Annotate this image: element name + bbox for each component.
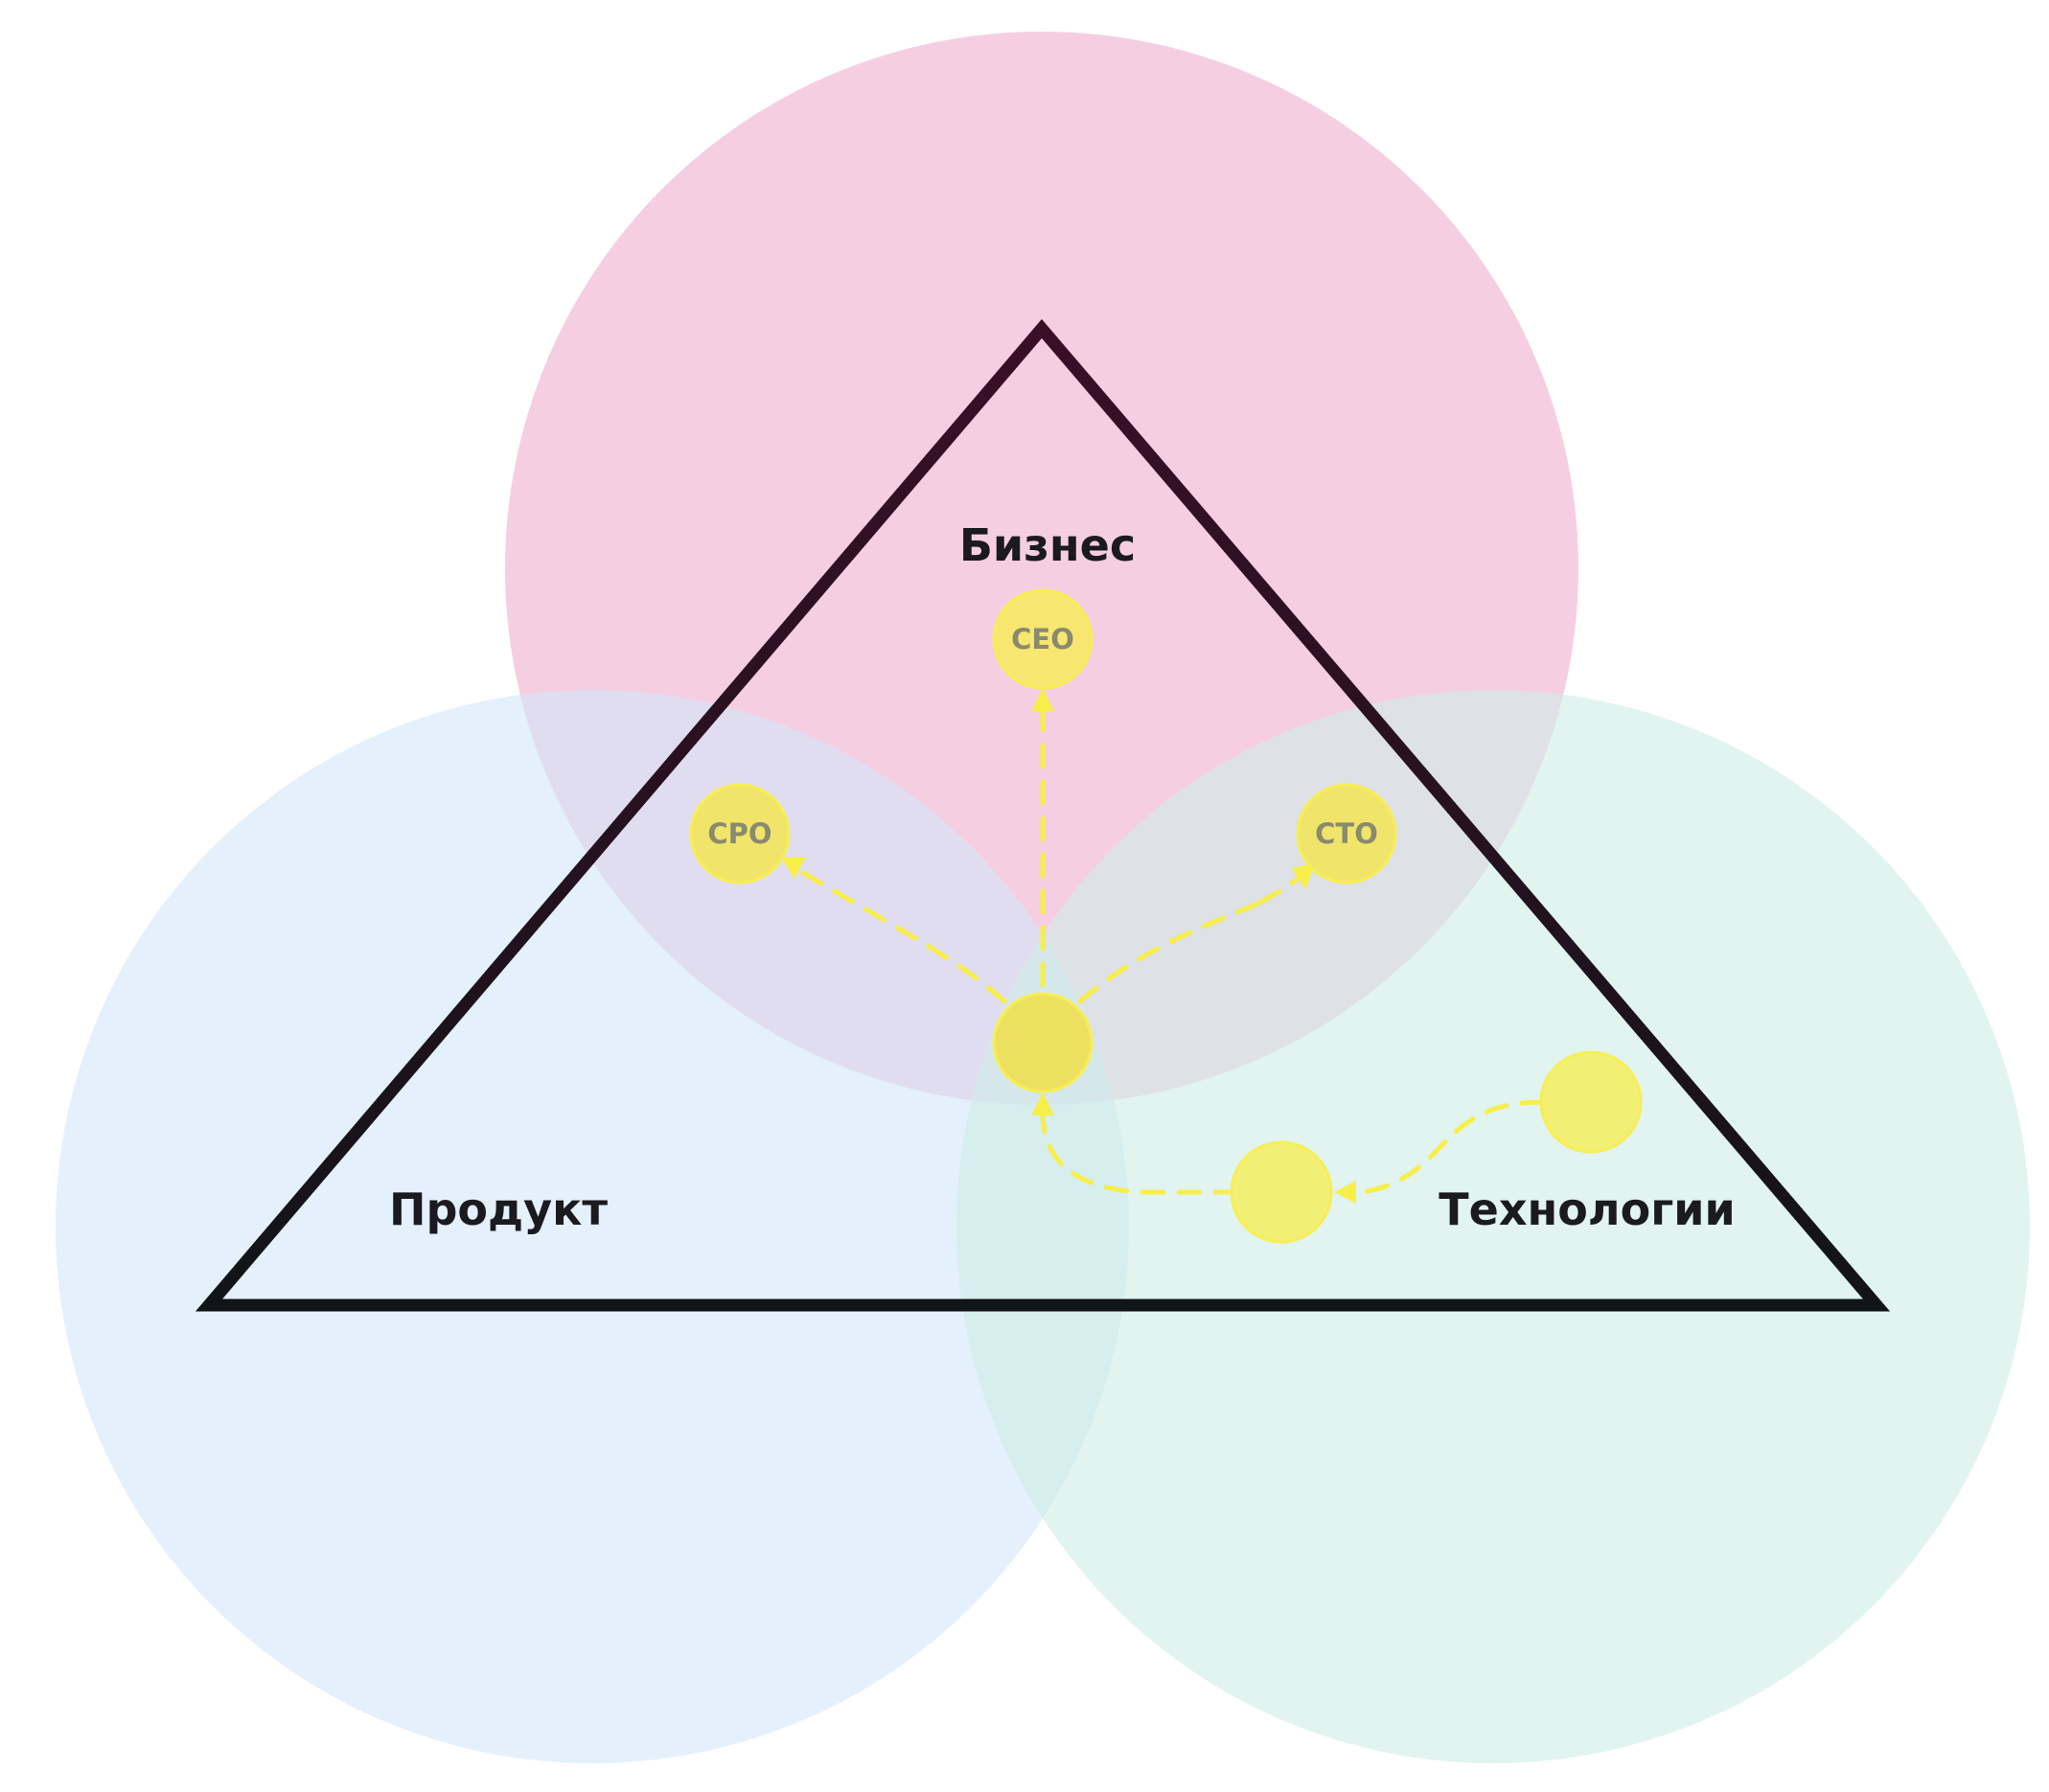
flow-line-to-cpo	[793, 865, 1007, 1004]
cpo-label: CPO	[707, 817, 771, 850]
ceo-node-circle	[992, 588, 1094, 690]
cto-label: CTO	[1315, 817, 1378, 850]
product-circle	[56, 690, 1129, 1763]
flow-line-to-middle-node	[1353, 1099, 1546, 1195]
technology-start-node	[1539, 1050, 1643, 1154]
technology-circle	[956, 690, 2030, 1763]
cto-node-circle	[1296, 783, 1397, 885]
cto-node: CTO	[1296, 783, 1397, 885]
ceo-node: CEO	[992, 588, 1094, 690]
arrow-head-center	[1031, 1092, 1054, 1115]
cpo-node-circle	[689, 783, 791, 885]
cpo-node: CPO	[689, 783, 791, 885]
product-label: Продукт	[389, 1183, 608, 1235]
arrow-head-cto	[1292, 862, 1316, 889]
center-node	[992, 992, 1094, 1093]
org-triangle	[195, 318, 1891, 1312]
technology-middle-node	[1230, 1140, 1333, 1244]
arrow-head-middle-node	[1334, 1181, 1356, 1204]
flow-line-to-center	[1040, 1114, 1239, 1195]
technology-label: Технологии	[1439, 1183, 1735, 1235]
flow-lines	[781, 688, 1546, 1204]
flow-line-to-cto	[1077, 871, 1306, 1004]
ceo-label: CEO	[1011, 623, 1074, 655]
business-label: Бизнес	[959, 519, 1136, 571]
arrow-head-cpo	[781, 857, 806, 879]
arrow-head-ceo	[1031, 688, 1054, 711]
